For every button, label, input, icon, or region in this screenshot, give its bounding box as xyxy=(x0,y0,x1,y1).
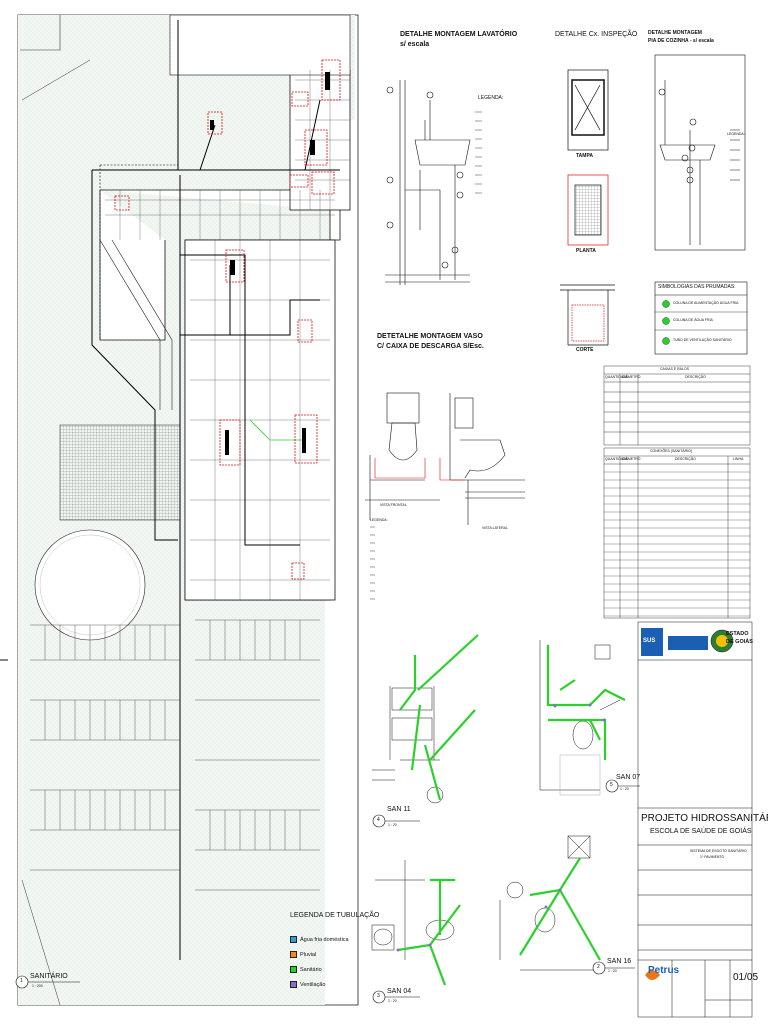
vista-lateral-label: VISTA LATERAL xyxy=(482,526,508,530)
view-markers xyxy=(15,779,619,1004)
pia-detail xyxy=(654,54,746,251)
conexoes-rows xyxy=(604,471,750,617)
conexoes-table xyxy=(603,447,751,619)
legend-swatch xyxy=(290,981,297,988)
caixas-col-desc: DESCRIÇÃO xyxy=(685,375,706,379)
view-name: SAN 07 xyxy=(616,774,641,781)
iso-san04 xyxy=(371,860,461,986)
sus-logo: SUS xyxy=(643,638,656,644)
view-number: 3 xyxy=(377,993,380,999)
state-logo-text-1: ESTADO xyxy=(726,631,749,637)
floor-name: 1º PAVIMENTO xyxy=(700,855,725,859)
vaso-detail xyxy=(365,392,525,525)
caixas-col-diam: DIÂMETRO xyxy=(622,375,641,379)
school-name: ESCOLA DE SAÚDE DE GOIÁS xyxy=(650,828,752,835)
lavatorio-detail xyxy=(385,80,471,285)
view-scale: 1 : 20 xyxy=(388,823,397,827)
prumada-item: COLUNA DE ÁGUA FRIA xyxy=(673,318,713,322)
planta-label: PLANTA xyxy=(576,248,596,254)
caixas-table-title: CAIXAS E RALOS xyxy=(660,367,689,371)
pia-legend-title: LEGENDA: xyxy=(727,132,745,136)
lavatorio-scale: s/ escala xyxy=(400,41,430,48)
lavatorio-title: DETALHE MONTAGEM LAVATÓRIO xyxy=(400,31,518,38)
view-name: SAN 04 xyxy=(387,988,412,995)
legend-item: Ventilação xyxy=(290,979,325,990)
sheet-number: 01/05 xyxy=(733,972,759,983)
inspecao-detail xyxy=(560,69,615,346)
legend-swatch xyxy=(290,951,297,958)
legend-label: Água fria doméstica xyxy=(300,936,349,943)
legend-item: Sanitário xyxy=(290,964,322,975)
vaso-title-1: DETETALHE MONTAGEM VASO xyxy=(377,333,483,340)
lavatorio-legend-lines xyxy=(475,111,482,194)
prumadas-box xyxy=(654,281,748,355)
system-name: SISTEMA DE ESGOTO SANITÁRIO xyxy=(690,849,747,853)
conexoes-table-title: CONEXÕES (SANITÁRIO) xyxy=(650,449,693,453)
view-number: 2 xyxy=(597,964,600,970)
legend-label: Ventilação xyxy=(300,981,326,988)
iso-san07 xyxy=(539,640,626,796)
view-scale: 1 : 20 xyxy=(388,999,397,1003)
vista-frontal-label: VISTA FRONTAL xyxy=(380,503,407,507)
legend-item: Água fria doméstica xyxy=(290,934,349,945)
tampa-label: TAMPA xyxy=(576,153,594,159)
conexoes-col-desc: DESCRIÇÃO xyxy=(675,457,696,461)
view-name: SAN 16 xyxy=(607,958,632,965)
view-number: 4 xyxy=(377,817,380,823)
project-title: PROJETO HIDROSSANITÁRIO xyxy=(641,813,768,824)
lavatorio-legend-title: LEGENDA: xyxy=(478,95,504,101)
view-number: 5 xyxy=(610,782,613,788)
iso-san11 xyxy=(372,634,479,804)
prumadas-title: SIMBOLOGIAS DAS PRUMADAS: xyxy=(658,284,736,290)
iso-san16 xyxy=(499,835,601,971)
title-block xyxy=(637,621,753,1018)
corte-label: CORTE xyxy=(576,347,594,353)
view-scale: 1 : 20 xyxy=(620,787,629,791)
view-name: SAN 11 xyxy=(387,806,411,813)
site-plan xyxy=(17,14,359,1006)
conexoes-col-diam: DIÂMETRO xyxy=(622,457,641,461)
prumada-item: COLUNA DE ALIMENTAÇÃO ÁGUA FRIA xyxy=(673,301,739,305)
inspecao-title: DETALHE Cx. INSPEÇÃO xyxy=(555,31,638,38)
view-scale: 1 : 20 xyxy=(608,969,617,973)
view-scale: 1 : 200 xyxy=(32,984,43,988)
pia-title-1: DETALHE MONTAGEM xyxy=(648,30,702,36)
legend-item: Pluvial xyxy=(290,949,316,960)
legend-swatch xyxy=(290,966,297,973)
vaso-legend-title: LEGENDA: xyxy=(370,518,388,522)
vaso-legend-lines xyxy=(370,526,375,600)
legend-label: Pluvial xyxy=(300,951,317,958)
caixas-table xyxy=(603,365,751,446)
legend-swatch xyxy=(290,936,297,943)
conexoes-col-qty: QUANTIDADE xyxy=(605,457,628,461)
prumada-item: TUBO DE VENTILAÇÃO SANITÁRIO xyxy=(673,338,732,342)
legend-title: LEGENDA DE TUBULAÇÃO xyxy=(290,912,380,919)
company-logo: Petrus xyxy=(648,965,680,976)
caixas-col-qty: QUANTIDADE xyxy=(605,375,628,379)
legend-label: Sanitário xyxy=(300,966,322,973)
state-logo-text-2: DE GOIÁS xyxy=(726,639,753,645)
conexoes-col-line: LINHA xyxy=(733,457,744,461)
vaso-title-2: C/ CAIXA DE DESCARGA S/Esc. xyxy=(377,343,484,350)
view-name: SANITÁRIO xyxy=(30,973,68,980)
pia-title-2: PIA DE COZINHA - s/ escala xyxy=(648,38,714,44)
view-number: 1 xyxy=(20,978,23,984)
